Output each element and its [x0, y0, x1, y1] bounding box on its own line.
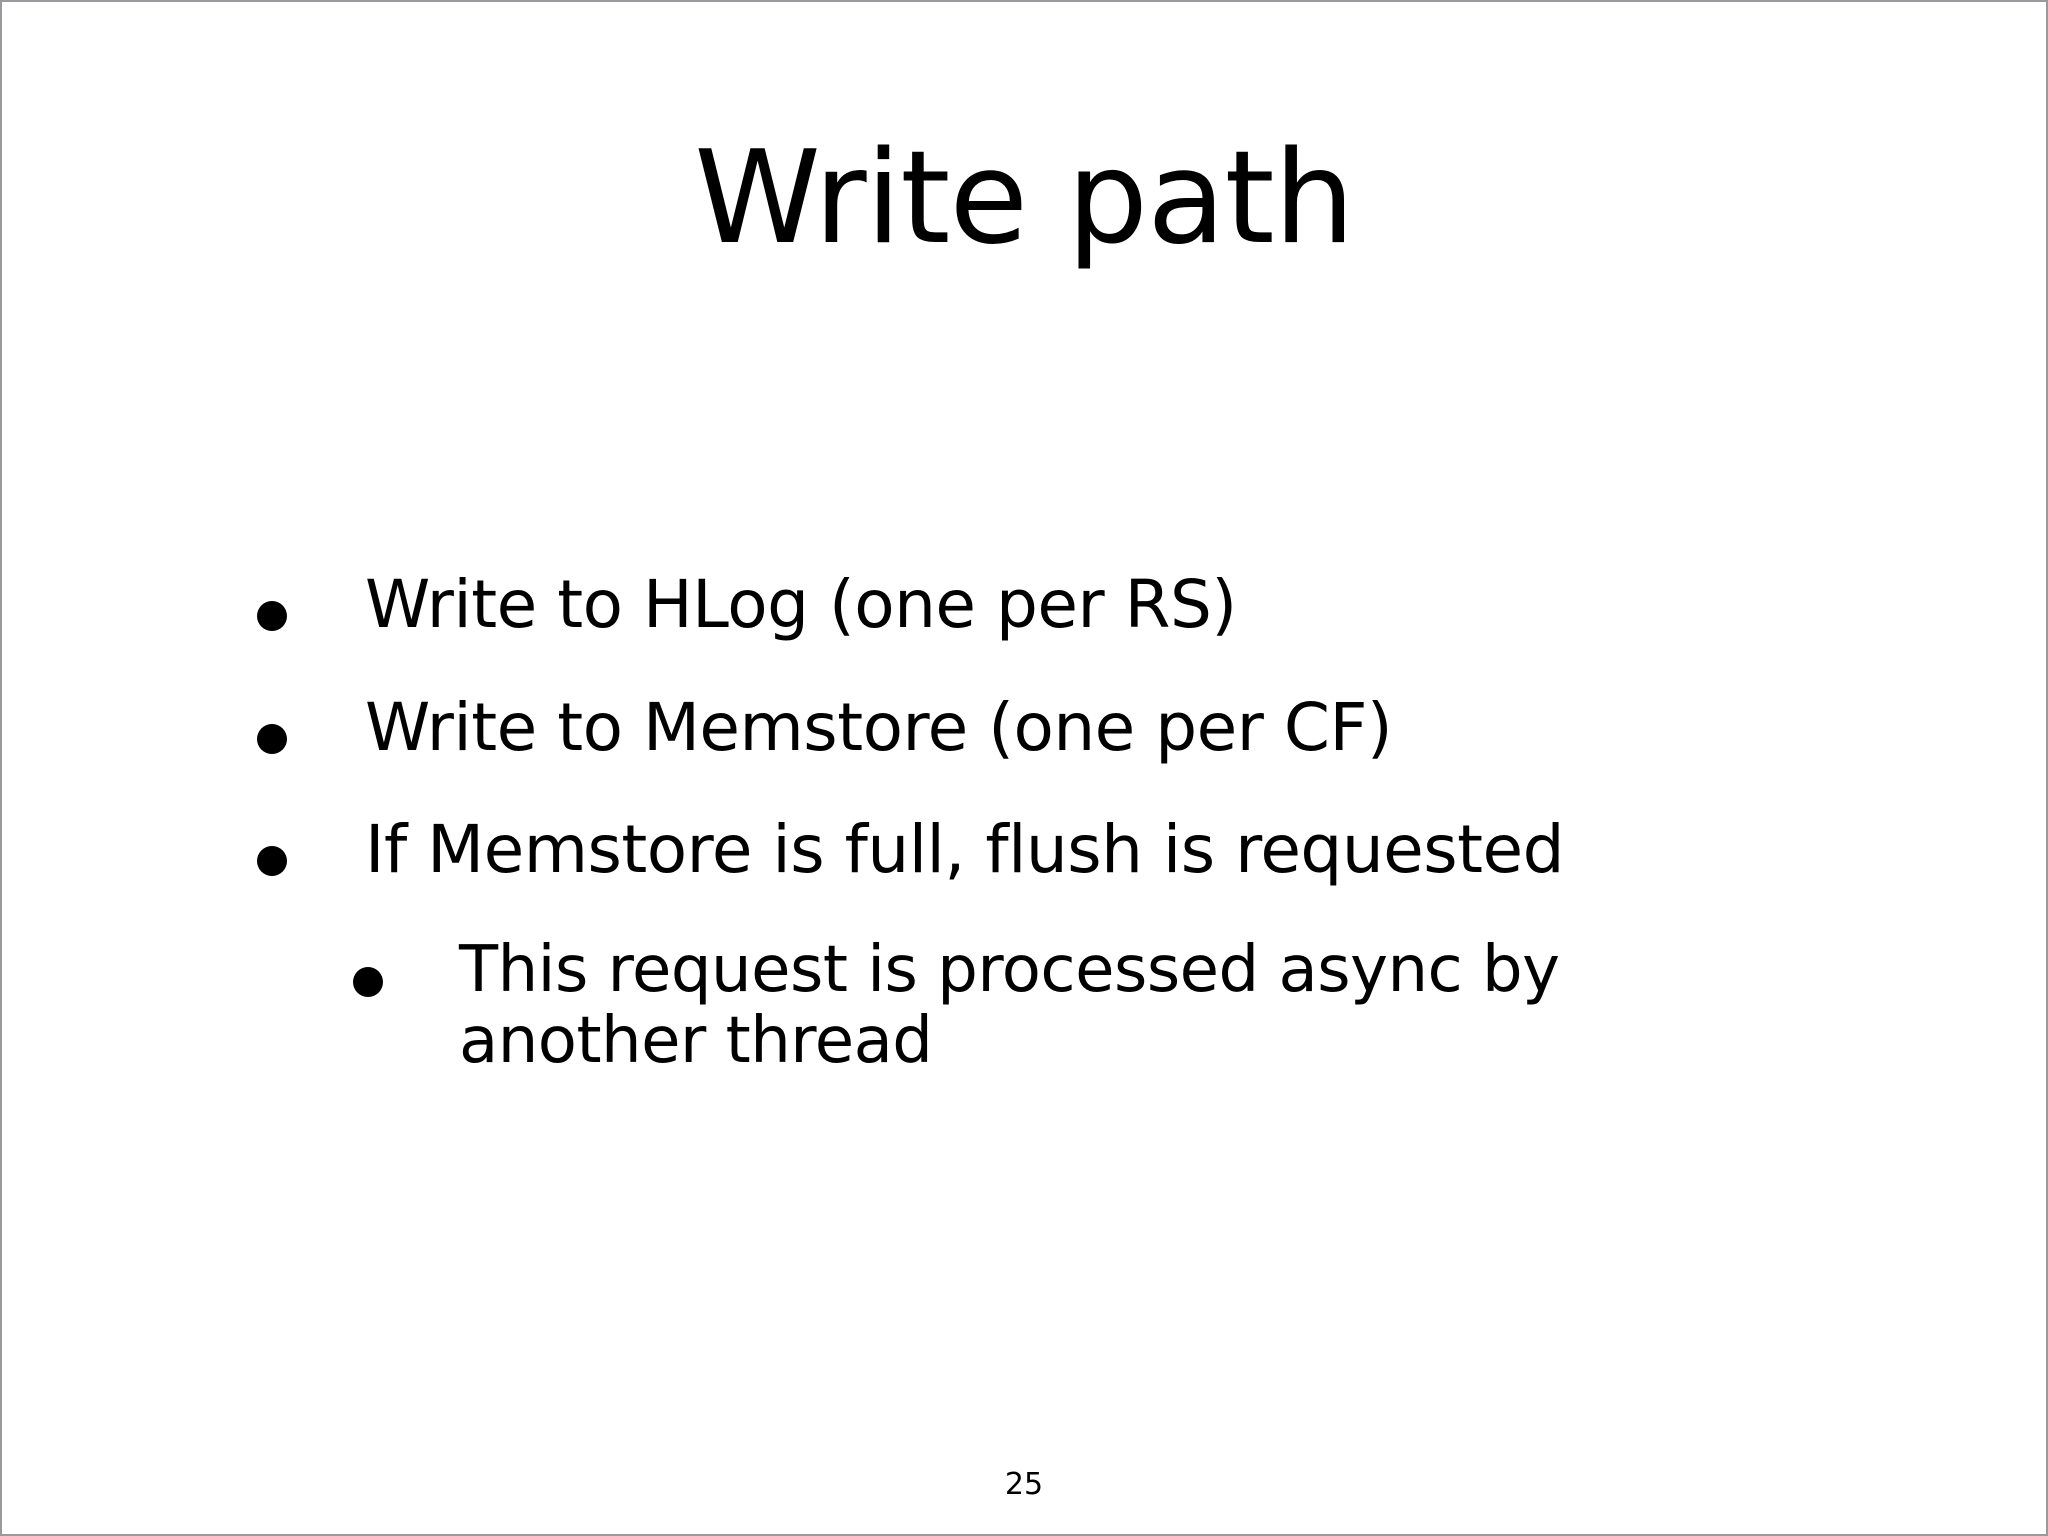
bullet-item-1: Write to HLog (one per RS)	[257, 566, 1876, 644]
bullet-item-2-label: Write to Memstore (one per CF)	[365, 688, 1393, 766]
bullet-dot-icon	[257, 723, 287, 754]
bullet-item-2: Write to Memstore (one per CF)	[257, 688, 1876, 767]
bullet-dot-icon	[257, 846, 287, 877]
bullet-item-3: If Memstore is full, flush is requested	[257, 812, 1876, 889]
page-number: 25	[1004, 1467, 1044, 1502]
bullet-dot-icon	[353, 966, 383, 997]
sub-bullet-item-1: This request is processed async by anoth…	[353, 932, 1876, 1079]
bullet-item-3-label: If Memstore is full, flush is requested	[365, 811, 1565, 889]
slide-body: Write to HLog (one per RS) Write to Mems…	[257, 566, 1876, 1079]
bullet-item-1-label: Write to HLog (one per RS)	[365, 566, 1237, 643]
sub-bullet-item-1-label: This request is processed async by anoth…	[459, 932, 1560, 1079]
bullet-dot-icon	[257, 601, 287, 631]
slide-title: Write path	[694, 124, 1355, 273]
